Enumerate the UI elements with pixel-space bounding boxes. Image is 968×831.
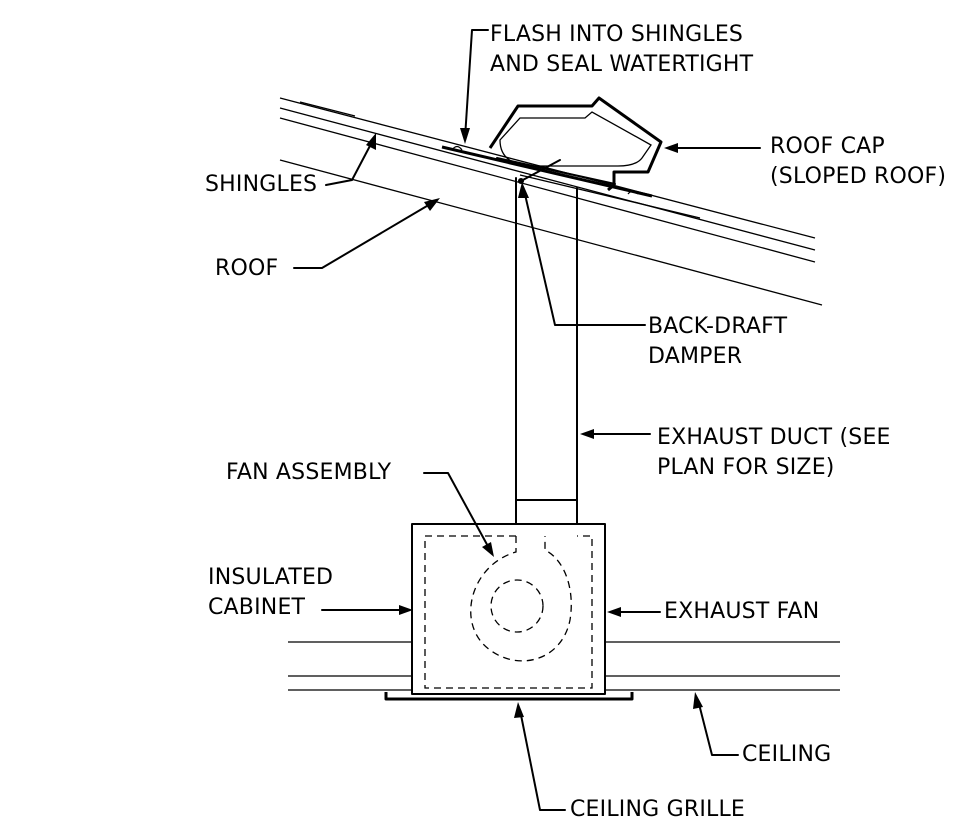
damper-label: BACK-DRAFT DAMPER — [648, 312, 787, 372]
duct-label-line2: PLAN FOR SIZE) — [657, 455, 835, 480]
damper-label-line1: BACK-DRAFT — [648, 314, 788, 339]
fan-assembly-label: FAN ASSEMBLY — [226, 460, 392, 485]
exhaust-duct — [515, 177, 578, 525]
damper-label-line2: DAMPER — [648, 344, 743, 369]
roof-label: ROOF — [215, 256, 279, 281]
ceiling-grille-label: CEILING GRILLE — [570, 797, 746, 822]
cabinet-label-line1: INSULATED — [208, 565, 334, 590]
roof-cap-label-line1: ROOF CAP — [770, 134, 885, 159]
ceiling-label: CEILING — [742, 742, 832, 767]
flash-label-line2: AND SEAL WATERTIGHT — [490, 52, 754, 77]
fan-assembly — [470, 536, 572, 662]
roof-cap-label-line2: (SLOPED ROOF) — [770, 164, 947, 189]
roof-cap-label: ROOF CAP (SLOPED ROOF) — [770, 132, 946, 192]
insulated-cabinet — [411, 523, 606, 695]
flashing — [441, 145, 653, 198]
duct-label: EXHAUST DUCT (SEE PLAN FOR SIZE) — [657, 423, 891, 483]
flash-label-line1: FLASH INTO SHINGLES — [490, 22, 744, 47]
ceiling-grille — [384, 692, 634, 701]
cabinet-label-line2: CABINET — [208, 595, 306, 620]
ceiling-layers — [288, 641, 840, 691]
roof-cap — [488, 96, 663, 192]
leaders — [293, 29, 761, 811]
shingles-label: SHINGLES — [205, 172, 318, 197]
exhaust-fan-label: EXHAUST FAN — [664, 599, 820, 624]
roof-layers — [279, 97, 823, 306]
flash-label: FLASH INTO SHINGLES AND SEAL WATERTIGHT — [490, 20, 753, 80]
cabinet-label: INSULATED CABINET — [208, 563, 333, 623]
duct-label-line1: EXHAUST DUCT (SEE — [657, 425, 891, 450]
